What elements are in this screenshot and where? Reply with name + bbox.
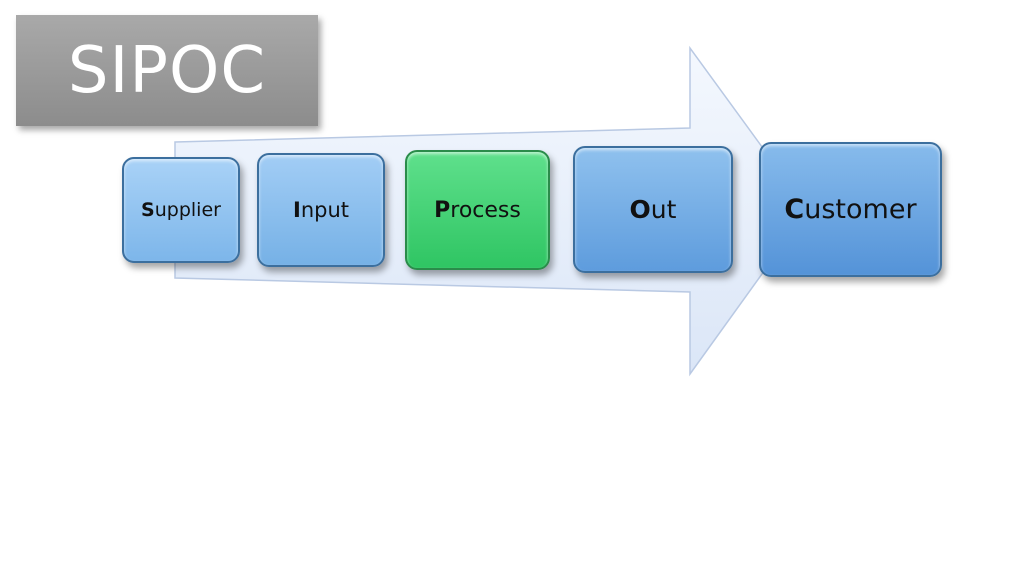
step-supplier-rest: upplier bbox=[154, 199, 221, 221]
step-supplier-lead: S bbox=[141, 199, 155, 221]
page-title: SIPOC bbox=[16, 15, 318, 126]
step-customer-rest: ustomer bbox=[804, 194, 917, 225]
step-process-lead: P bbox=[434, 197, 451, 223]
step-input-lead: I bbox=[292, 198, 301, 222]
step-process-rest: rocess bbox=[450, 197, 521, 223]
step-out-lead: O bbox=[629, 195, 651, 224]
step-customer-lead: C bbox=[784, 194, 805, 225]
step-input-rest: nput bbox=[300, 198, 349, 222]
step-out-rest: ut bbox=[650, 195, 677, 224]
